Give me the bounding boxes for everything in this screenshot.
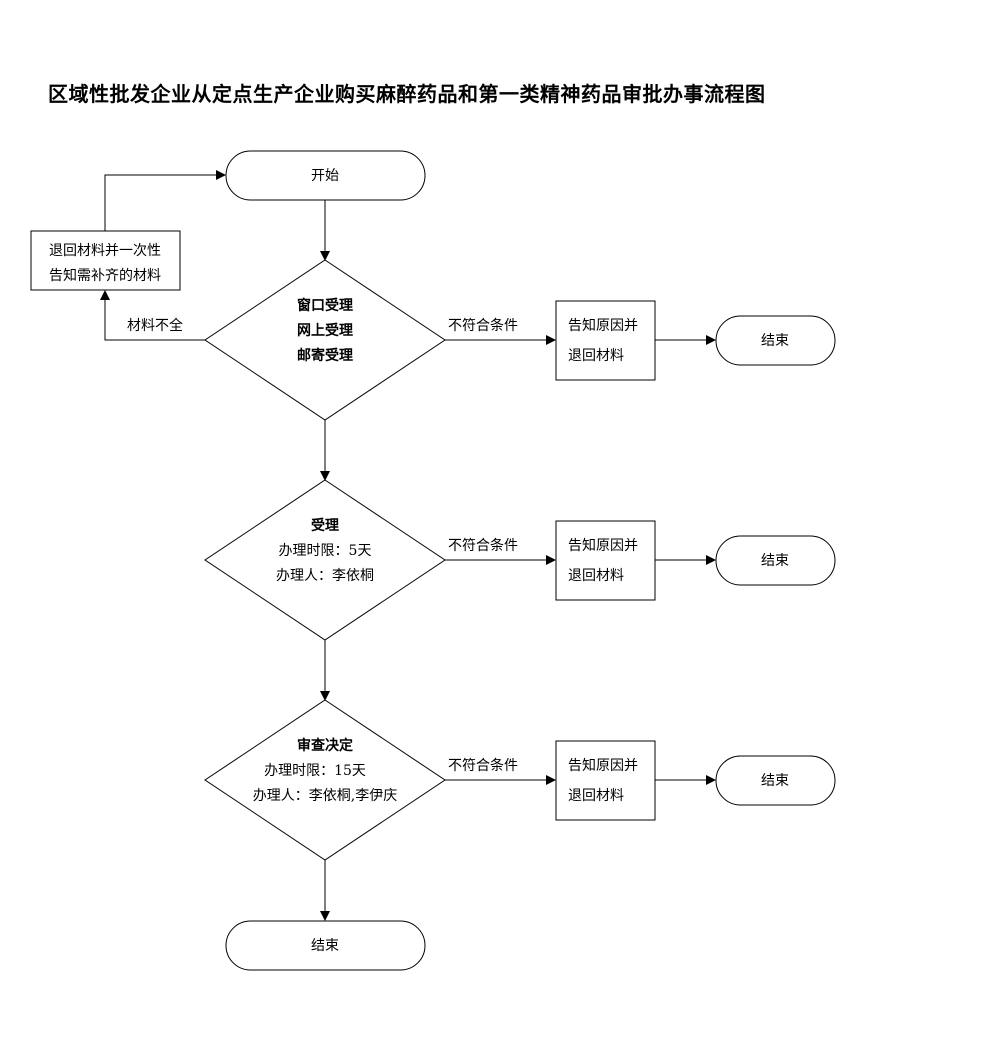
reject-box-line: 告知原因并: [568, 317, 638, 334]
decision-step-3: 审查决定 办理时限：15天 办理人：李依桐,李伊庆: [204, 699, 446, 861]
step2-line: 办理时限：5天: [279, 543, 372, 559]
reject-box-1: 告知原因并 退回材料: [555, 300, 656, 381]
step3-line: 办理人：李依桐,李伊庆: [253, 788, 397, 804]
step1-line: 邮寄受理: [297, 347, 353, 364]
end-node-2: 结束: [715, 535, 836, 586]
end-node-final: 结束: [225, 920, 426, 971]
step2-line: 受理: [311, 517, 339, 534]
return-materials-box: 退回材料并一次性 告知需补齐的材料: [30, 230, 181, 291]
end-node-3: 结束: [715, 755, 836, 806]
decision-step-1: 窗口受理 网上受理 邮寄受理: [204, 259, 446, 421]
end-label: 结束: [761, 553, 789, 569]
step3-line: 审查决定: [297, 737, 353, 754]
reject-label: 不符合条件: [448, 317, 518, 334]
reject-box-line: 退回材料: [568, 788, 624, 804]
return-box-line: 退回材料并一次性: [49, 243, 161, 259]
connector-incomplete: [100, 290, 205, 341]
reject-box-line: 告知原因并: [568, 757, 638, 774]
end-label: 结束: [311, 938, 339, 954]
reject-box-3: 告知原因并 退回材料: [555, 740, 656, 821]
end-label: 结束: [761, 333, 789, 349]
start-node: 开始: [225, 150, 426, 201]
step1-line: 网上受理: [297, 322, 353, 339]
reject-box-line: 退回材料: [568, 348, 624, 364]
reject-label: 不符合条件: [448, 537, 518, 554]
reject-box-line: 退回材料: [568, 568, 624, 584]
connector-return-to-start: [104, 170, 226, 231]
step1-line: 窗口受理: [297, 297, 353, 314]
decision-step-2: 受理 办理时限：5天 办理人：李依桐: [204, 479, 446, 641]
step2-line: 办理人：李依桐: [276, 568, 374, 584]
end-node-1: 结束: [715, 315, 836, 366]
reject-label: 不符合条件: [448, 757, 518, 774]
start-label: 开始: [311, 168, 339, 184]
page-title: 区域性批发企业从定点生产企业购买麻醉药品和第一类精神药品审批办事流程图: [48, 82, 766, 106]
incomplete-label: 材料不全: [127, 317, 183, 334]
end-label: 结束: [761, 773, 789, 789]
reject-box-2: 告知原因并 退回材料: [555, 520, 656, 601]
reject-box-line: 告知原因并: [568, 537, 638, 554]
return-box-line: 告知需补齐的材料: [49, 267, 161, 284]
step3-line: 办理时限：15天: [264, 763, 366, 779]
